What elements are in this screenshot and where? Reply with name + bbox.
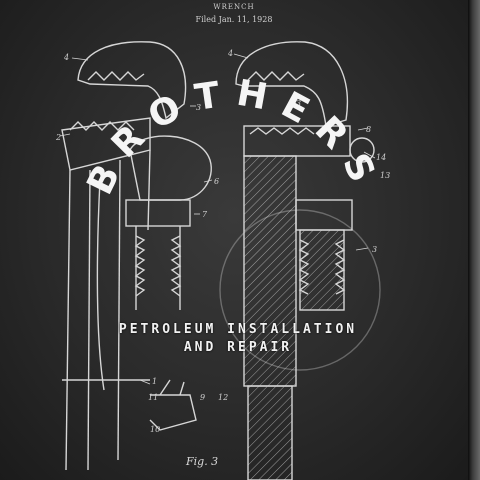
- patent-filed-date: Filed Jan. 11, 1928: [195, 15, 273, 24]
- svg-text:7: 7: [202, 210, 208, 219]
- svg-text:11: 11: [148, 393, 158, 402]
- svg-text:9: 9: [200, 393, 205, 402]
- brand-tagline-line-2: AND REPAIR: [183, 340, 293, 355]
- svg-text:3: 3: [296, 99, 301, 108]
- brand-name: BROTHERS: [80, 73, 389, 202]
- left-wrench-sketch: [61, 41, 212, 471]
- svg-text:3: 3: [196, 103, 201, 112]
- brand-logo: BROTHERS: [80, 73, 389, 202]
- wrench-patent-drawing: 4 4 3 2 6 7 8 14 3 1 11 10 9 12 13 3: [55, 41, 390, 480]
- figure-label: Fig. 3: [186, 455, 219, 468]
- right-wrench-sketch: [219, 41, 381, 480]
- svg-text:6: 6: [214, 177, 219, 186]
- svg-text:4: 4: [227, 49, 233, 58]
- brand-tagline-line-1: PETROLEUM INSTALLATION: [118, 322, 358, 337]
- callout-numbers: 4 4 3 2 6 7 8 14 3 1 11 10 9 12 13 3: [55, 49, 390, 434]
- svg-text:4: 4: [63, 53, 69, 62]
- svg-text:1: 1: [152, 377, 157, 386]
- frame-edge: [468, 0, 480, 480]
- patent-poster: WRENCH Filed Jan. 11, 1928: [0, 0, 468, 480]
- svg-text:10: 10: [150, 425, 160, 434]
- svg-text:12: 12: [218, 393, 228, 402]
- svg-text:14: 14: [376, 153, 386, 162]
- svg-text:8: 8: [366, 125, 371, 134]
- svg-text:2: 2: [55, 133, 61, 142]
- svg-text:13: 13: [380, 171, 390, 180]
- svg-text:3: 3: [372, 245, 377, 254]
- patent-title: WRENCH: [213, 3, 255, 11]
- callout-lines: [59, 53, 376, 385]
